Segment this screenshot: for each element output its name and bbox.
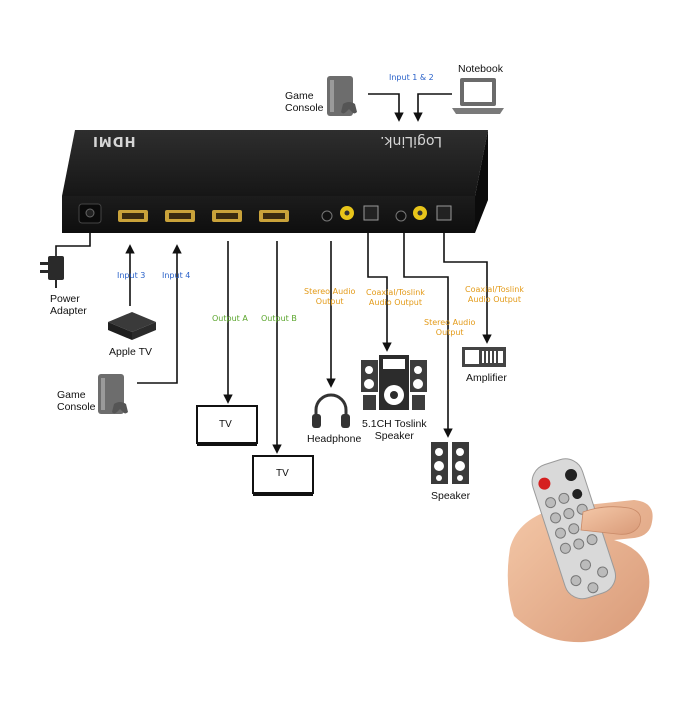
rca-port-2 bbox=[413, 206, 427, 220]
game-console-top-icon bbox=[327, 76, 357, 116]
input-3-tag: Input 3 bbox=[117, 271, 146, 280]
connection-lines bbox=[55, 93, 492, 454]
stereo-audio-output-1-tag: Stereo Audio Output bbox=[304, 287, 356, 306]
output-b-tag: Output B bbox=[261, 314, 297, 323]
arrow-input4 bbox=[137, 244, 182, 384]
arrow-game-console-to-input bbox=[368, 93, 404, 122]
speaker-icon bbox=[431, 442, 469, 484]
toslink-speaker-icon bbox=[361, 355, 427, 410]
game-console-top-label: Game Console bbox=[285, 90, 324, 114]
arrow-amplifier bbox=[443, 233, 492, 344]
arrow-notebook-to-input bbox=[413, 93, 452, 122]
logilink-brand-text: LogiLink. bbox=[380, 133, 443, 149]
input-1-2-tag: Input 1 & 2 bbox=[389, 73, 434, 82]
headphone-icon bbox=[312, 393, 350, 428]
coaxial-toslink-output-1-tag: Coaxial/Toslink Audio Output bbox=[366, 288, 425, 307]
stereo-audio-output-2-tag: Stereo Audio Output bbox=[424, 318, 476, 337]
power-adapter-label: Power Adapter bbox=[50, 293, 87, 317]
power-port bbox=[78, 203, 102, 224]
arrow-toslink-speaker bbox=[367, 233, 392, 352]
tv-a-icon bbox=[196, 405, 258, 446]
hdmi-port-4 bbox=[259, 210, 289, 222]
toslink-speaker-label: 5.1CH Toslink Speaker bbox=[362, 418, 427, 442]
arrow-speaker bbox=[403, 233, 453, 438]
line-power bbox=[55, 233, 91, 256]
game-console-left-icon bbox=[98, 374, 128, 414]
game-console-left-label: Game Console bbox=[57, 389, 96, 413]
hdmi-port-3 bbox=[212, 210, 242, 222]
hdmi-port-1 bbox=[118, 210, 148, 222]
hdmi-port-2 bbox=[165, 210, 195, 222]
tv-a-label: TV bbox=[219, 419, 232, 430]
notebook-icon bbox=[452, 78, 504, 114]
input-4-tag: Input 4 bbox=[162, 271, 191, 280]
headphone-label: Headphone bbox=[307, 433, 362, 445]
hdmi-brand-text: HDMI bbox=[92, 133, 136, 148]
amplifier-label: Amplifier bbox=[466, 372, 507, 384]
notebook-label: Notebook bbox=[458, 63, 503, 75]
speaker-label: Speaker bbox=[431, 490, 471, 502]
rca-port-1 bbox=[340, 206, 354, 220]
tv-b-icon bbox=[252, 455, 314, 496]
audio-jack-2 bbox=[395, 210, 407, 222]
power-adapter-icon bbox=[40, 256, 64, 288]
tv-b-label: TV bbox=[276, 468, 289, 479]
toslink-port-2 bbox=[436, 205, 452, 221]
coaxial-toslink-output-2-tag: Coaxial/Toslink Audio Output bbox=[465, 285, 524, 304]
remote-control-in-hand bbox=[507, 458, 653, 643]
amplifier-icon bbox=[462, 347, 506, 367]
apple-tv-label: Apple TV bbox=[109, 346, 152, 358]
output-a-tag: Output A bbox=[212, 314, 248, 323]
toslink-port-1 bbox=[363, 205, 379, 221]
audio-jack-1 bbox=[321, 210, 333, 222]
apple-tv-icon bbox=[108, 312, 156, 340]
